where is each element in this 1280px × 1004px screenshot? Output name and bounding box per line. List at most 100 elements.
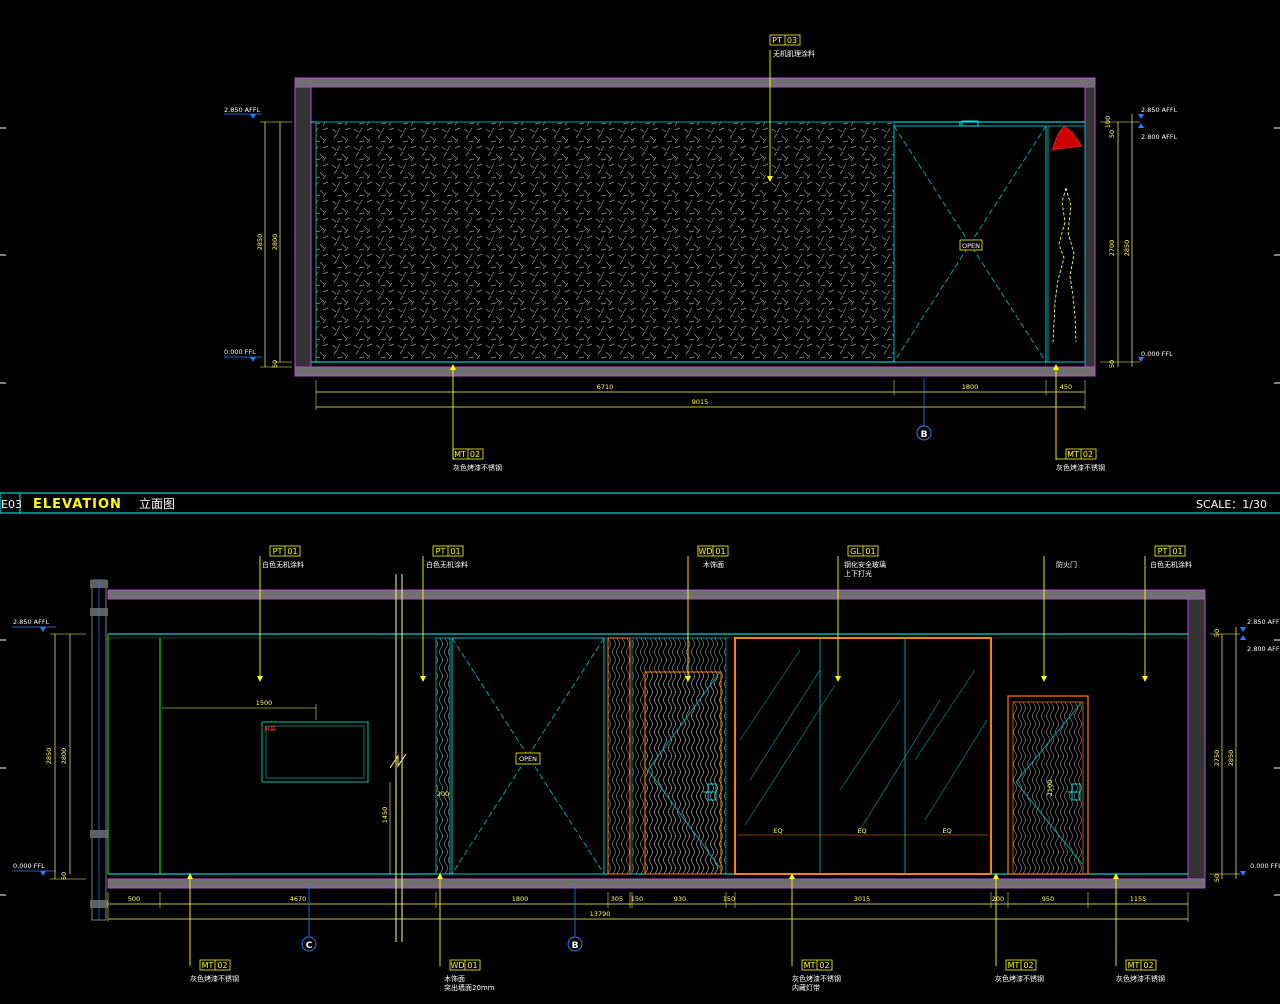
textured-wall-panel xyxy=(315,121,895,363)
svg-text:2750: 2750 xyxy=(1213,750,1221,767)
svg-text:灰色烤漆不锈钢: 灰色烤漆不锈钢 xyxy=(1116,974,1165,983)
svg-text:PT: PT xyxy=(772,36,782,45)
svg-text:2100: 2100 xyxy=(1046,780,1054,797)
svg-text:无机肌理涂料: 无机肌理涂料 xyxy=(773,49,815,58)
svg-text:450: 450 xyxy=(1060,383,1072,391)
svg-text:MT: MT xyxy=(804,961,816,970)
sculpture-top xyxy=(1051,125,1083,151)
dim-h-7: 3015 xyxy=(854,895,871,903)
svg-text:100: 100 xyxy=(1104,116,1112,128)
svg-text:2.850 AFFL: 2.850 AFFL xyxy=(1141,106,1178,114)
svg-text:01: 01 xyxy=(865,547,875,556)
svg-text:02: 02 xyxy=(1143,961,1153,970)
dim-h-2: 1800 xyxy=(512,895,529,903)
svg-text:PT: PT xyxy=(436,547,446,556)
svg-text:内藏灯带: 内藏灯带 xyxy=(792,983,820,992)
svg-text:灰色烤漆不锈钢: 灰色烤漆不锈钢 xyxy=(995,974,1044,983)
svg-text:1450: 1450 xyxy=(381,807,389,824)
svg-text:屏幕: 屏幕 xyxy=(264,725,276,733)
svg-text:02: 02 xyxy=(470,450,480,459)
svg-text:EQ: EQ xyxy=(942,827,951,835)
svg-text:2.850 AFFL: 2.850 AFFL xyxy=(1247,618,1280,626)
top-right-wall xyxy=(1084,86,1096,368)
svg-text:2.850 AFFL: 2.850 AFFL xyxy=(224,106,261,114)
svg-text:50: 50 xyxy=(1213,874,1221,882)
top-ceiling-slab xyxy=(294,77,1096,88)
callout-pt03: PT 03 无机肌理涂料 xyxy=(767,34,815,182)
svg-text:9015: 9015 xyxy=(692,398,709,406)
svg-text:白色无机涂料: 白色无机涂料 xyxy=(262,560,304,569)
title-en: ELEVATION xyxy=(33,497,122,512)
bottom-elevation: 屏幕 1500 1450 200 OPEN EQ EQ EQ xyxy=(12,545,1280,992)
svg-text:2800: 2800 xyxy=(271,234,279,251)
dim-h-9: 950 xyxy=(1042,895,1054,903)
top-floor-slab xyxy=(294,366,1096,377)
svg-text:2850: 2850 xyxy=(1123,240,1131,257)
wall-screen xyxy=(261,721,369,783)
svg-text:13790: 13790 xyxy=(590,910,611,918)
svg-text:0.000 FFL: 0.000 FFL xyxy=(1250,862,1280,870)
dim-h-6: 150 xyxy=(723,895,735,903)
svg-text:2850: 2850 xyxy=(1227,750,1235,767)
scale-label: SCALE：1/30 xyxy=(1196,498,1267,511)
svg-text:1500: 1500 xyxy=(256,699,273,707)
svg-text:EQ: EQ xyxy=(773,827,782,835)
svg-text:MT: MT xyxy=(202,961,214,970)
svg-text:2.800 AFFL: 2.800 AFFL xyxy=(1141,133,1178,141)
svg-text:01: 01 xyxy=(287,547,297,556)
wood-door xyxy=(644,671,722,875)
bottom-door-label: OPEN xyxy=(519,755,537,763)
section-marker-b-bottom xyxy=(567,936,583,952)
svg-text:01: 01 xyxy=(1172,547,1182,556)
svg-text:01: 01 xyxy=(467,961,477,970)
dim-h-3: 305 xyxy=(611,895,623,903)
svg-text:0.000 FFL: 0.000 FFL xyxy=(224,348,256,356)
svg-text:灰色烤漆不锈钢: 灰色烤漆不锈钢 xyxy=(453,463,502,472)
svg-text:2.850 AFFL: 2.850 AFFL xyxy=(13,618,50,626)
bottom-door-open xyxy=(451,637,605,875)
svg-text:上下打光: 上下打光 xyxy=(844,569,872,578)
top-left-wall xyxy=(294,86,312,368)
svg-text:GL: GL xyxy=(850,547,861,556)
section-marker-c xyxy=(301,936,317,952)
svg-text:0.000 FFL: 0.000 FFL xyxy=(1141,350,1173,358)
svg-text:PT: PT xyxy=(273,547,283,556)
svg-text:2800: 2800 xyxy=(60,748,68,765)
svg-text:C: C xyxy=(306,941,313,951)
dim-h-4: 150 xyxy=(631,895,643,903)
svg-text:02: 02 xyxy=(819,961,829,970)
dim-h-10: 1155 xyxy=(1130,895,1147,903)
svg-text:WD: WD xyxy=(450,961,464,970)
svg-text:白色无机涂料: 白色无机涂料 xyxy=(1150,560,1192,569)
svg-text:木饰面: 木饰面 xyxy=(444,974,465,983)
callout-mt02-top-right: MT 02 灰色烤漆不锈钢 xyxy=(1053,364,1105,472)
svg-text:02: 02 xyxy=(1023,961,1033,970)
svg-text:PT: PT xyxy=(1158,547,1168,556)
svg-text:钢化安全玻璃: 钢化安全玻璃 xyxy=(844,560,886,569)
svg-text:200: 200 xyxy=(437,790,449,798)
svg-text:2700: 2700 xyxy=(1108,240,1116,257)
bottom-ceiling-slab xyxy=(107,589,1206,600)
svg-text:02: 02 xyxy=(1083,450,1093,459)
svg-text:1800: 1800 xyxy=(962,383,979,391)
svg-text:MT: MT xyxy=(1008,961,1020,970)
svg-text:WD: WD xyxy=(698,547,712,556)
svg-text:0.000 FFL: 0.000 FFL xyxy=(13,862,45,870)
svg-text:2850: 2850 xyxy=(256,234,264,251)
svg-text:白色无机涂料: 白色无机涂料 xyxy=(426,560,468,569)
sheet-code: E03 xyxy=(1,498,22,511)
svg-text:50: 50 xyxy=(271,360,279,368)
svg-text:50: 50 xyxy=(1108,130,1116,138)
svg-text:2850: 2850 xyxy=(45,748,53,765)
callout-top-0: PT 01 白色无机涂料 xyxy=(257,545,304,682)
title-cn: 立面图 xyxy=(139,496,175,511)
dim-h-8: 200 xyxy=(992,895,1004,903)
top-elevation: OPEN 2.850 AFFL 0.000 FFL 2850 2800 50 2… xyxy=(224,34,1178,472)
svg-text:木饰面: 木饰面 xyxy=(703,560,724,569)
svg-text:防火门: 防火门 xyxy=(1056,560,1077,569)
